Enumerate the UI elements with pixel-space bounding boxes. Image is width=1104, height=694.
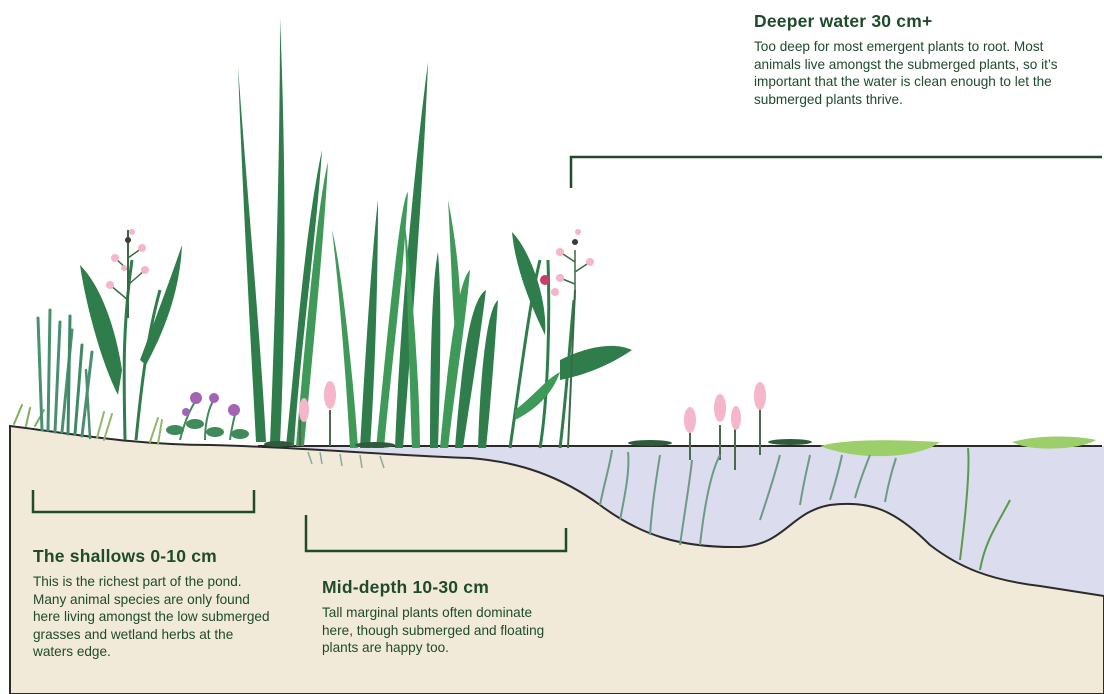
zone-description-shallows: This is the richest part of the pond. Ma… [33, 573, 273, 661]
zone-description-mid-depth: Tall marginal plants often dominate here… [322, 604, 552, 657]
zone-label-shallows: The shallows 0-10 cm This is the richest… [33, 546, 273, 661]
arrowhead-plant-mid [510, 232, 632, 448]
arrowhead-plant-left [80, 230, 182, 440]
zone-title-deeper-water: Deeper water 30 cm+ [754, 11, 1074, 32]
tall-reeds [238, 18, 498, 448]
purple-herbs [166, 392, 249, 440]
zone-description-deeper-water: Too deep for most emergent plants to roo… [754, 38, 1074, 108]
zone-title-shallows: The shallows 0-10 cm [33, 546, 273, 567]
zone-title-mid-depth: Mid-depth 10-30 cm [322, 577, 552, 598]
zone-label-mid-depth: Mid-depth 10-30 cm Tall marginal plants … [322, 577, 552, 657]
zone-label-deeper-water: Deeper water 30 cm+ Too deep for most em… [754, 11, 1074, 108]
bracket-deeper [571, 157, 1102, 188]
shallows-grasses [14, 310, 162, 444]
